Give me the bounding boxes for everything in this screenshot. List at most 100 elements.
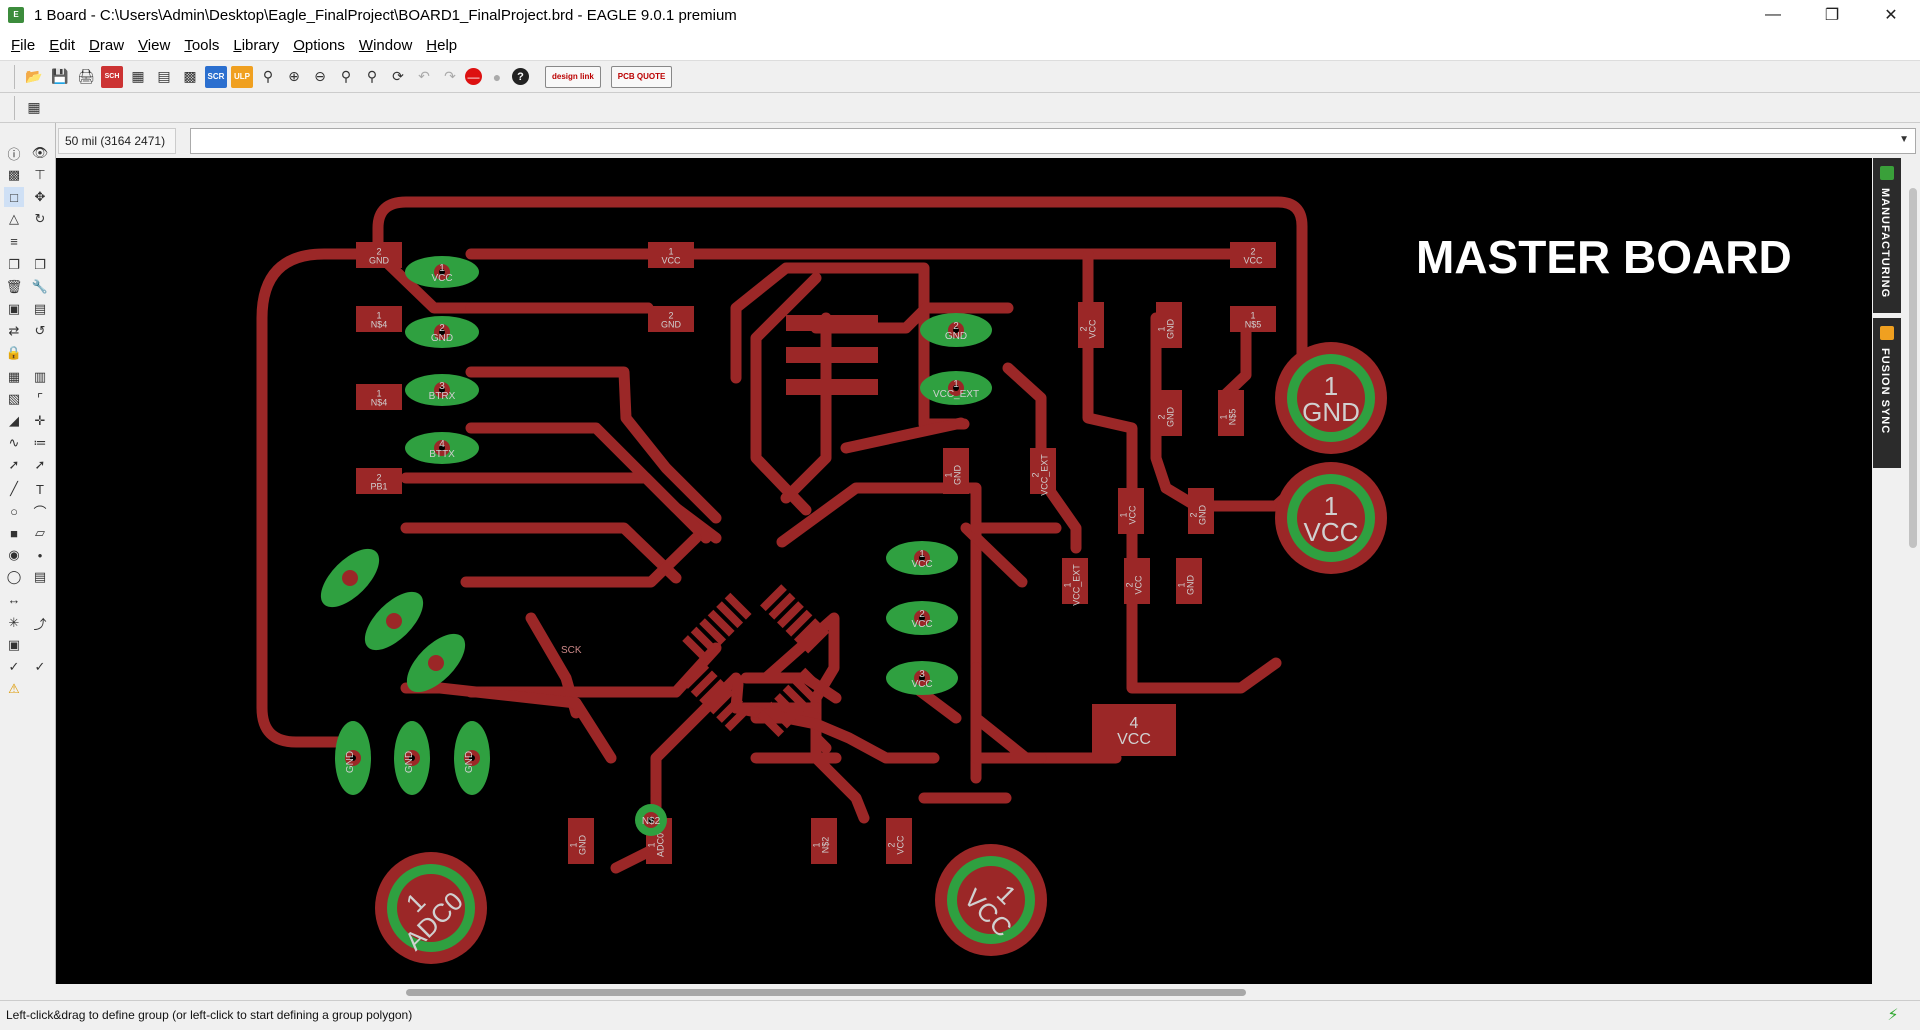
attribute-icon[interactable]: ▤ bbox=[33, 569, 47, 584]
line-icon[interactable]: ╱ bbox=[10, 481, 18, 496]
autoroute-icon[interactable]: ➚ bbox=[8, 457, 20, 472]
smd-pad[interactable]: 1VCC bbox=[1118, 488, 1144, 534]
menu-library[interactable]: Library bbox=[233, 36, 280, 54]
smd-pad[interactable]: 2GND bbox=[1188, 488, 1214, 534]
vertical-scrollbar-thumb[interactable] bbox=[1909, 188, 1917, 548]
move-icon[interactable]: ✥ bbox=[34, 189, 46, 204]
hole-icon[interactable]: ◯ bbox=[6, 569, 22, 584]
command-line-input[interactable]: ▼ bbox=[190, 128, 1916, 154]
delete-icon[interactable]: 🗑 bbox=[5, 279, 23, 294]
save-icon[interactable]: 💾 bbox=[51, 68, 69, 84]
change-icon[interactable]: 🔧 bbox=[31, 279, 49, 294]
smd-pad[interactable]: 2VCC bbox=[886, 818, 912, 864]
big-round-pad[interactable]: 1VCC bbox=[935, 844, 1047, 956]
errors-warning-icon[interactable]: ⚠ bbox=[8, 681, 20, 696]
zoom-previous-icon[interactable]: ⚲ bbox=[366, 68, 378, 84]
info-icon[interactable]: ⓘ bbox=[7, 146, 21, 162]
schematic-board-switch-icon[interactable]: SCH bbox=[101, 65, 123, 88]
smd-pad[interactable]: 1GND bbox=[568, 818, 594, 864]
smd-pad[interactable]: 2GND bbox=[1156, 390, 1182, 436]
mark-icon[interactable]: ⊤ bbox=[34, 167, 46, 182]
ratsnest-icon[interactable]: ➚ bbox=[34, 457, 46, 472]
route-icon[interactable]: ∿ bbox=[8, 435, 20, 450]
lock-icon[interactable]: 🔒 bbox=[5, 345, 23, 360]
undo-icon[interactable]: ↶ bbox=[418, 68, 430, 84]
library-icon[interactable]: ▩ bbox=[183, 68, 197, 84]
menu-options[interactable]: Options bbox=[293, 36, 345, 54]
redraw-icon[interactable]: ⟳ bbox=[392, 68, 404, 84]
align-icon[interactable]: ≡ bbox=[10, 233, 18, 249]
script-icon[interactable]: SCR bbox=[205, 65, 227, 88]
header-pad[interactable] bbox=[311, 539, 389, 617]
via-icon[interactable]: ◉ bbox=[8, 547, 20, 562]
horizontal-scrollbar-thumb[interactable] bbox=[406, 989, 1246, 996]
menu-tools[interactable]: Tools bbox=[184, 36, 220, 54]
header-pad[interactable]: GND bbox=[335, 721, 371, 795]
add-icon[interactable]: ▣ bbox=[7, 301, 21, 316]
ulp-icon[interactable]: ULP bbox=[231, 65, 253, 88]
print-icon[interactable]: 🖨 bbox=[77, 68, 95, 84]
meander-icon[interactable]: ▧ bbox=[7, 391, 21, 406]
header-pad[interactable] bbox=[355, 582, 433, 660]
menu-view[interactable]: View bbox=[138, 36, 171, 54]
help-icon[interactable]: ? bbox=[512, 68, 529, 85]
autorouter-icon[interactable]: ⤴ bbox=[33, 616, 47, 632]
swap-icon[interactable]: ⇄ bbox=[8, 323, 20, 338]
miter-icon[interactable]: ⌜ bbox=[36, 391, 44, 406]
menu-draw[interactable]: Draw bbox=[89, 36, 125, 54]
stop-icon[interactable]: — bbox=[465, 68, 482, 85]
minimize-button[interactable]: — bbox=[1765, 6, 1781, 23]
smd-pad[interactable]: 1GND bbox=[1176, 558, 1202, 604]
zoom-in-icon[interactable]: ⊕ bbox=[288, 68, 300, 84]
design-link-button[interactable]: design link bbox=[545, 65, 601, 88]
smd-pad[interactable]: 1N$5 bbox=[1218, 390, 1244, 436]
circle-icon[interactable]: ○ bbox=[10, 503, 18, 519]
cam-processor-icon[interactable]: ▦ bbox=[131, 68, 145, 84]
menu-edit[interactable]: Edit bbox=[49, 36, 76, 54]
rotate-icon[interactable]: ↻ bbox=[34, 211, 46, 226]
zoom-fit-icon[interactable]: ⚲ bbox=[262, 68, 274, 84]
lightning-icon[interactable]: ⚡ bbox=[1887, 1007, 1899, 1024]
layer-settings-icon[interactable]: ▩ bbox=[7, 167, 21, 182]
slice-icon[interactable]: ◢ bbox=[9, 413, 19, 428]
grid-icon[interactable]: ▦ bbox=[27, 99, 41, 115]
zoom-out-icon[interactable]: ⊖ bbox=[314, 68, 326, 84]
rectangle-icon[interactable]: ■ bbox=[10, 525, 18, 541]
gateswap-icon[interactable]: ↺ bbox=[34, 323, 46, 338]
menu-file[interactable]: File bbox=[11, 36, 36, 54]
polygon-icon[interactable]: ▱ bbox=[35, 525, 45, 540]
header-pad[interactable]: GND bbox=[454, 721, 490, 795]
drc-icon[interactable]: ✓ bbox=[34, 659, 46, 674]
ripup-icon[interactable]: ✛ bbox=[34, 413, 46, 428]
pcb-quote-button[interactable]: PCB QUOTE bbox=[610, 65, 673, 88]
chevron-down-icon[interactable]: ▼ bbox=[1899, 134, 1909, 145]
manufacturing-tab[interactable]: MANUFACTURING bbox=[1873, 158, 1901, 313]
go-icon[interactable]: ● bbox=[492, 68, 502, 85]
dimension-icon[interactable]: ↔ bbox=[7, 591, 21, 607]
smd-pad[interactable]: 1GND bbox=[943, 448, 969, 494]
text-icon[interactable]: T bbox=[36, 481, 44, 497]
header-pad[interactable] bbox=[397, 624, 475, 702]
header-pad[interactable]: GND bbox=[394, 721, 430, 795]
copy-icon[interactable]: ❐ bbox=[8, 257, 20, 272]
smd-pad[interactable]: 2VCC bbox=[1078, 302, 1104, 348]
fusion-sync-tab[interactable]: FUSION SYNC bbox=[1873, 318, 1901, 468]
paste-icon[interactable]: ❐ bbox=[34, 257, 46, 272]
mirror-icon[interactable]: △ bbox=[9, 211, 19, 226]
split-icon[interactable]: ▦ bbox=[7, 369, 21, 384]
erc-icon[interactable]: ✓ bbox=[8, 659, 20, 674]
